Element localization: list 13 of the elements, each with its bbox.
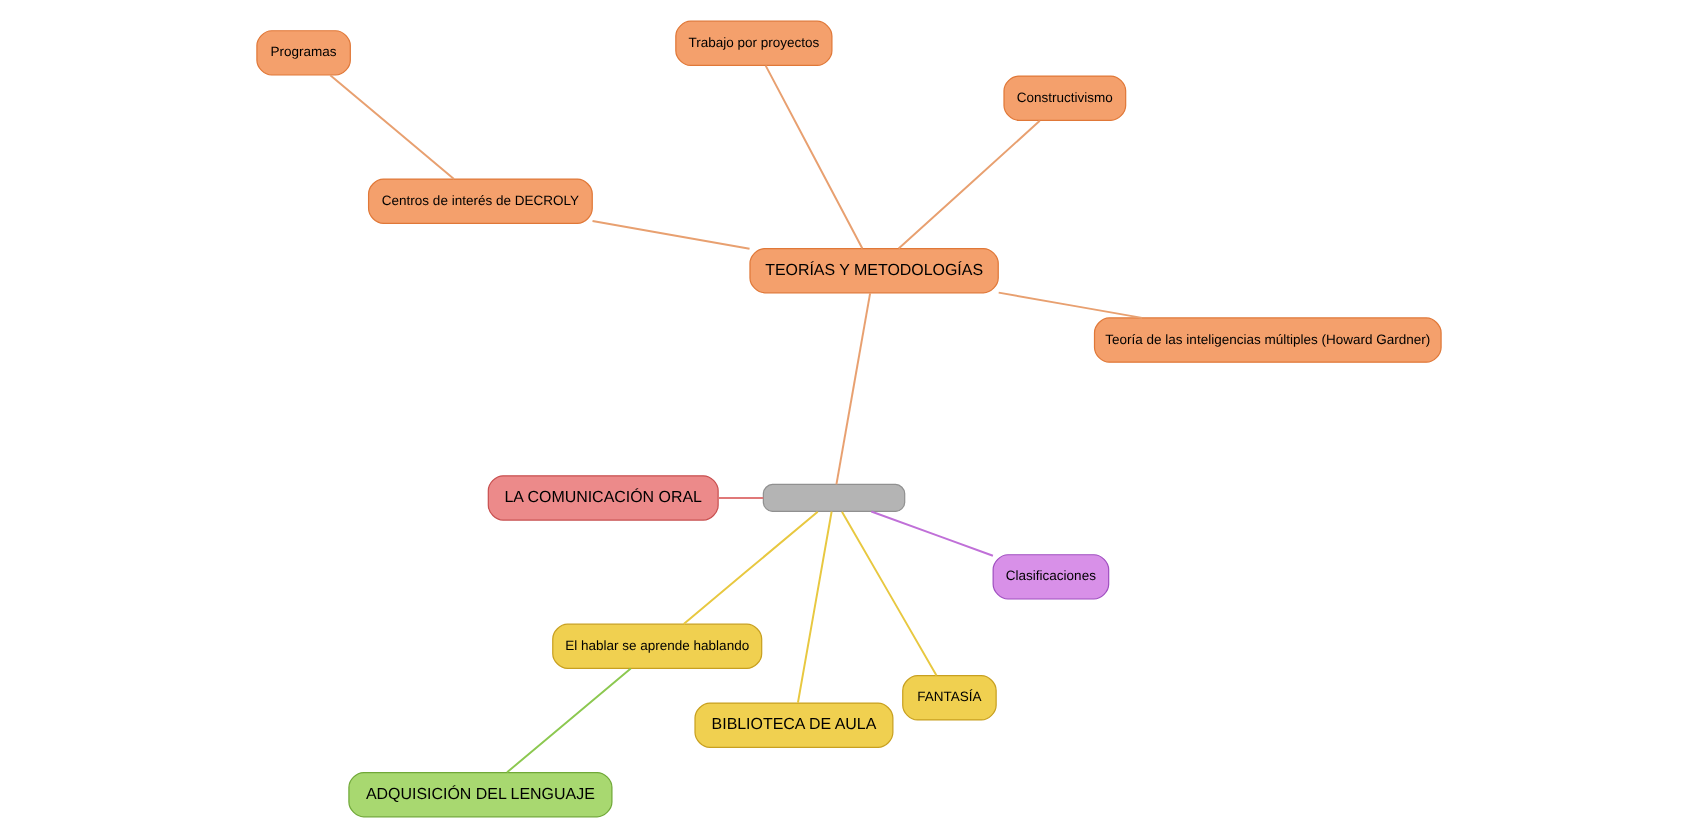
node-box [761, 483, 905, 513]
connector [996, 291, 1142, 319]
connector [505, 667, 631, 774]
connector [328, 74, 454, 180]
connector [716, 496, 764, 499]
connector [869, 510, 993, 557]
connector [896, 119, 1040, 250]
connector [839, 510, 937, 677]
connector [763, 64, 863, 250]
connector [795, 510, 832, 704]
connector [681, 510, 818, 626]
connector [590, 220, 750, 250]
connector [834, 292, 871, 486]
